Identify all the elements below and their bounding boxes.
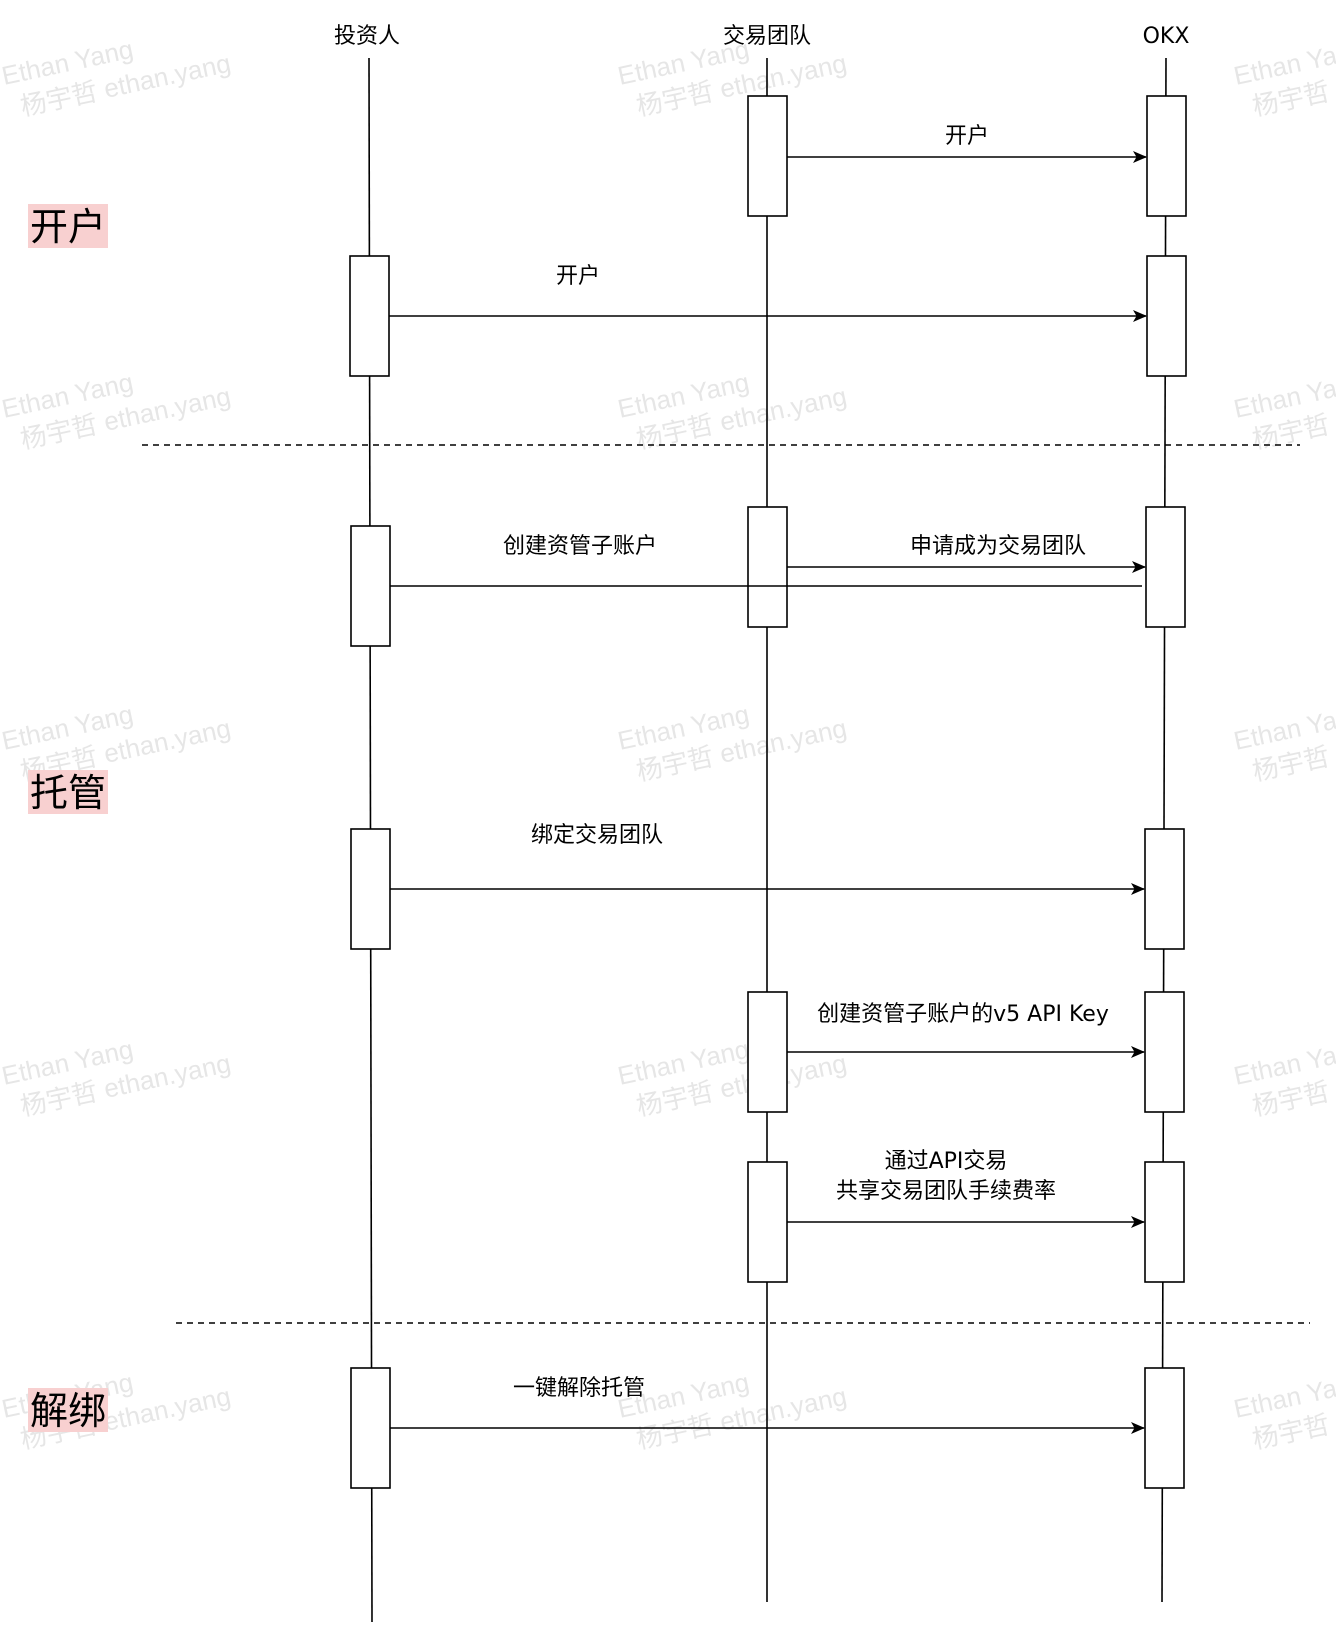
watermark-8: Ethan Yang 杨宇哲 ethan.yang (615, 699, 849, 787)
activation-box-okx (1144, 828, 1185, 950)
activation-box-okx (1144, 1161, 1185, 1283)
watermark-15: Ethan Yang 杨宇哲 ethan.yang (1231, 1367, 1336, 1455)
phase-label-open-account: 开户 (28, 204, 108, 249)
activation-box-investor (349, 255, 390, 377)
activation-box-trading-team (747, 95, 788, 217)
message-label-bind-trading-team: 绑定交易团队 (531, 823, 663, 848)
activation-box-trading-team (747, 506, 788, 628)
message-label-create-api-key: 创建资管子账户的v5 API Key (817, 1002, 1109, 1027)
message-label-create-subaccount: 创建资管子账户 (503, 534, 657, 559)
activation-box-investor (350, 828, 391, 950)
activation-box-trading-team (747, 1161, 788, 1283)
message-label-investor-open-account: 开户 (556, 264, 600, 289)
watermark-12: Ethan Yang 杨宇哲 ethan.yang (1231, 1034, 1336, 1122)
watermark-9: Ethan Yang 杨宇哲 ethan.yang (1231, 699, 1336, 787)
watermark-layer: Ethan Yang 杨宇哲 ethan.yang Ethan Yang 杨宇哲… (0, 34, 1336, 1455)
watermark-14: Ethan Yang 杨宇哲 ethan.yang (615, 1367, 849, 1455)
message-label-api-trade-line-2: 共享交易团队手续费率 (836, 1179, 1056, 1204)
activation-box-investor (350, 1367, 391, 1489)
watermark-6: Ethan Yang 杨宇哲 ethan.yang (1231, 367, 1336, 455)
activation-box-investor (350, 525, 391, 647)
activation-box-okx (1145, 506, 1186, 628)
message-label-apply-trading-team: 申请成为交易团队 (910, 534, 1086, 559)
actor-trading-team: 交易团队 (723, 24, 811, 49)
phase-label-text: 开户 (30, 205, 106, 249)
watermark-5: Ethan Yang 杨宇哲 ethan.yang (615, 367, 849, 455)
message-label-unbind-custody: 一键解除托管 (513, 1376, 645, 1401)
activation-box-okx (1146, 255, 1187, 377)
phase-label-text: 解绑 (30, 1389, 106, 1433)
watermark-4: Ethan Yang 杨宇哲 ethan.yang (0, 367, 233, 455)
activation-box-okx (1144, 1367, 1185, 1489)
watermark-10: Ethan Yang 杨宇哲 ethan.yang (0, 1034, 233, 1122)
activation-box-okx (1146, 95, 1187, 217)
watermark-1: Ethan Yang 杨宇哲 ethan.yang (0, 34, 233, 122)
activation-box-trading-team (747, 991, 788, 1113)
watermark-3: Ethan Yang 杨宇哲 ethan.yang (1231, 34, 1336, 122)
phase-label-unbind: 解绑 (28, 1388, 108, 1433)
message-label-api-trade-line-1: 通过API交易 (885, 1149, 1008, 1174)
activation-box-okx (1144, 991, 1185, 1113)
actor-okx: OKX (1143, 24, 1190, 49)
actor-investor: 投资人 (334, 24, 400, 49)
phase-label-text: 托管 (30, 771, 106, 815)
phase-label-custody: 托管 (28, 770, 108, 815)
watermark-11: Ethan Yang 杨宇哲 ethan.yang (615, 1034, 849, 1122)
message-label-team-open-account: 开户 (945, 124, 989, 149)
